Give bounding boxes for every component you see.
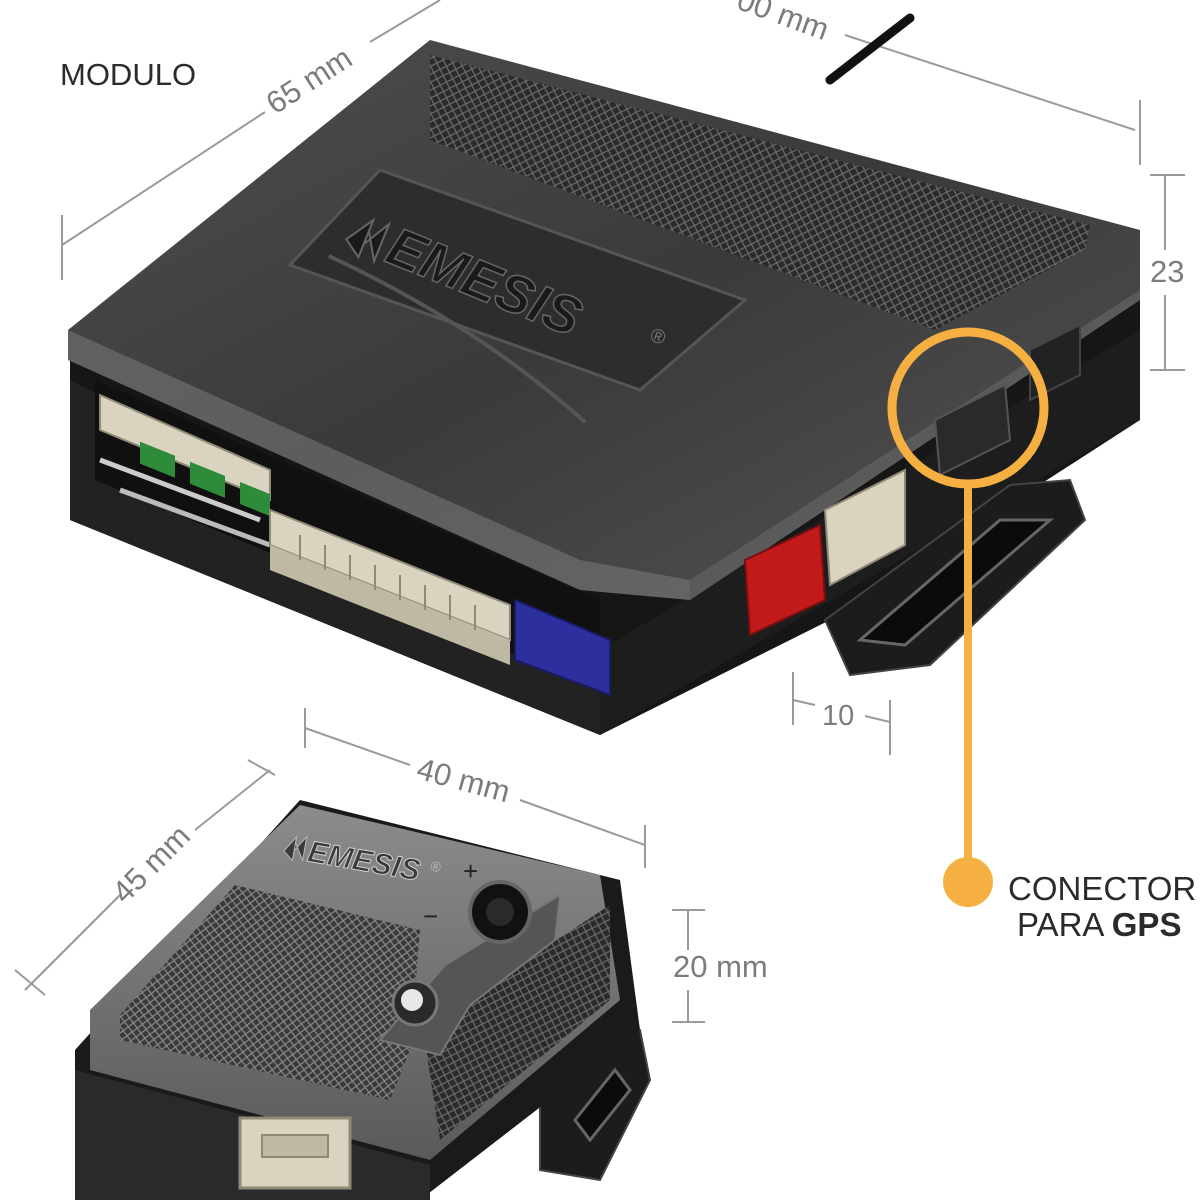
logo-n-icon (344, 217, 392, 265)
dim-height-main: 23 (1150, 254, 1184, 289)
dim-bracket: 10 (822, 700, 854, 732)
dimension-lines-small (14, 708, 705, 1023)
connector-beige-right (823, 468, 906, 587)
dim-width-small: 40 mm (413, 751, 514, 809)
connector-subtitle-prefix: PARA (1017, 906, 1112, 943)
small-module (75, 800, 652, 1200)
minus-sign: − (423, 901, 438, 931)
small-connector (238, 1116, 352, 1190)
dim-height-small: 20 mm (673, 949, 768, 984)
dim-width-main: 65 mm (260, 40, 359, 121)
dim-depth-small: 45 mm (105, 818, 197, 910)
modulo-label: MODULO (60, 57, 196, 92)
registered-mark-small: ® (429, 858, 443, 876)
connector-title: CONECTOR (1008, 870, 1196, 907)
connector-green (99, 393, 271, 548)
mounting-bracket (823, 478, 1087, 677)
label-recess (287, 168, 748, 392)
connector-blue (514, 598, 611, 697)
module-grille (430, 55, 1090, 330)
antenna (825, 13, 915, 85)
gps-connector (933, 383, 1012, 477)
connector-red (743, 523, 827, 637)
connector-beige (269, 508, 511, 665)
small-grille (120, 885, 420, 1100)
main-module (68, 13, 1140, 735)
gps-callout (887, 327, 1049, 907)
logo-small-n-icon (283, 835, 308, 863)
connector-subtitle: PARA GPS (1017, 906, 1181, 943)
connector-subtitle-bold: GPS (1112, 906, 1182, 943)
gps-pointer-dot (943, 857, 993, 907)
dim-length-partial: 00 mm (733, 0, 834, 47)
plus-sign: + (463, 856, 478, 886)
dimension-lines-main (61, 0, 1185, 755)
